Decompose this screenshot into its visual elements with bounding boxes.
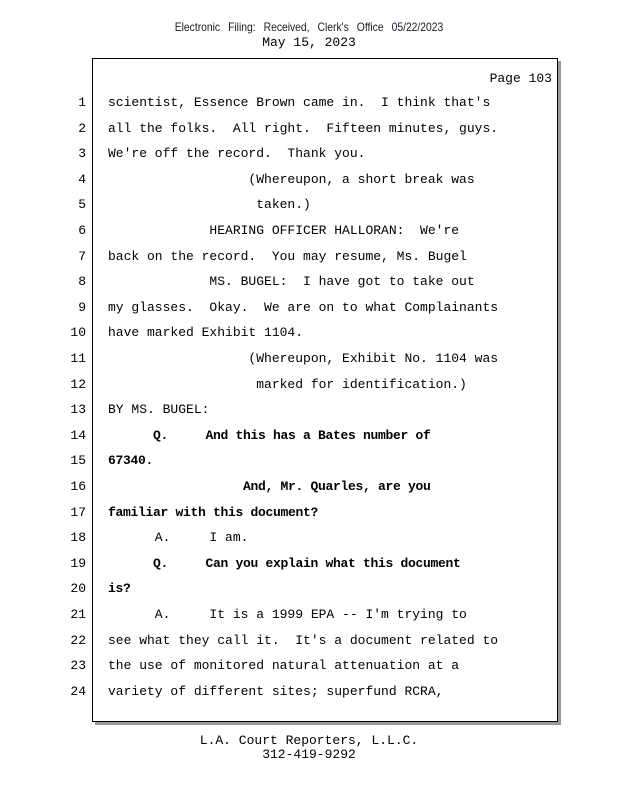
transcript-line: 21 A. It is a 1999 EPA -- I'm trying to xyxy=(0,605,618,625)
line-number: 11 xyxy=(70,351,86,366)
line-text: BY MS. BUGEL: xyxy=(108,402,210,418)
line-text: taken.) xyxy=(108,197,311,213)
transcript-line: 6 HEARING OFFICER HALLORAN: We're xyxy=(0,221,618,241)
line-number: 6 xyxy=(78,223,86,238)
transcript-line: 15 67340. xyxy=(0,451,618,471)
footer-company: L.A. Court Reporters, L.L.C. xyxy=(199,733,419,748)
line-number: 1 xyxy=(78,95,86,110)
footer-phone: 312-419-9292 xyxy=(262,747,356,762)
transcript-line: 18 A. I am. xyxy=(0,528,618,548)
line-text: marked for identification.) xyxy=(108,376,467,392)
page-number: Page 103 xyxy=(489,71,552,86)
line-number: 13 xyxy=(70,402,86,418)
transcript-line: 12 marked for identification.) xyxy=(0,375,618,395)
transcript-line: 1 scientist, Essence Brown came in. I thi… xyxy=(0,93,618,113)
line-number: 12 xyxy=(70,376,86,392)
line-text: Q. Can you explain what this document xyxy=(108,555,461,571)
line-text: scientist, Essence Brown came in. I thin… xyxy=(108,95,491,110)
line-text: HEARING OFFICER HALLORAN: We're xyxy=(108,223,460,238)
transcript-line: 8 MS. BUGEL: I have got to take out xyxy=(0,272,618,292)
line-text: Q. And this has a Bates number of xyxy=(108,427,431,443)
line-number: 15 xyxy=(70,453,86,469)
transcript-line: 2 all the folks. All right. Fifteen minut… xyxy=(0,119,618,139)
transcript-line: 17 familiar with this document? xyxy=(0,503,618,523)
line-number: 14 xyxy=(70,427,86,443)
transcript-line: 10 have marked Exhibit 1104. xyxy=(0,323,618,343)
transcript-line: 23 the use of monitored natural attenuati… xyxy=(0,656,618,676)
line-number: 24 xyxy=(70,683,86,699)
line-number: 8 xyxy=(78,274,86,290)
line-number: 16 xyxy=(70,479,86,494)
line-text: 67340. xyxy=(108,453,154,469)
line-number: 9 xyxy=(78,299,86,315)
line-text: And, Mr. Quarles, are you xyxy=(108,479,431,494)
line-text: see what they call it. It's a document r… xyxy=(108,632,499,648)
transcript-line: 13 BY MS. BUGEL: xyxy=(0,400,618,420)
line-text: familiar with this document? xyxy=(108,504,319,520)
transcript-line: 20 is? xyxy=(0,579,618,599)
line-number: 20 xyxy=(70,581,86,597)
transcript-line: 16 And, Mr. Quarles, are you xyxy=(0,477,618,497)
transcript-line: 19 Q. Can you explain what this document xyxy=(0,554,618,574)
line-number: 22 xyxy=(70,632,86,648)
line-text: (Whereupon, a short break was xyxy=(108,171,475,187)
line-text: my glasses. Okay. We are on to what Comp… xyxy=(108,299,499,315)
filing-stamp: Electronic Filing: Received, Clerk's Off… xyxy=(174,20,444,34)
transcript-date: May 15, 2023 xyxy=(262,35,356,50)
line-number: 3 xyxy=(78,146,86,162)
line-text: back on the record. You may resume, Ms. … xyxy=(108,248,467,264)
transcript-line: 14 Q. And this has a Bates number of xyxy=(0,426,618,446)
line-text: A. It is a 1999 EPA -- I'm trying to xyxy=(108,607,467,622)
line-text: have marked Exhibit 1104. xyxy=(108,325,304,341)
transcript-line: 4 (Whereupon, a short break was xyxy=(0,170,618,190)
line-text: A. I am. xyxy=(108,530,249,546)
line-number: 4 xyxy=(78,171,86,187)
line-text: variety of different sites; superfund RC… xyxy=(108,683,444,699)
transcript-line: 7 back on the record. You may resume, Ms.… xyxy=(0,247,618,267)
transcript-line: 11 (Whereupon, Exhibit No. 1104 was xyxy=(0,349,618,369)
transcript-line: 22 see what they call it. It's a document… xyxy=(0,631,618,651)
line-text: the use of monitored natural attenuation… xyxy=(108,658,460,674)
line-text: all the folks. All right. Fifteen minute… xyxy=(108,120,499,136)
line-number: 23 xyxy=(70,658,86,674)
transcript-frame xyxy=(92,58,558,722)
transcript-line: 5 taken.) xyxy=(0,195,618,215)
line-number: 7 xyxy=(78,248,86,264)
line-number: 17 xyxy=(70,504,86,520)
transcript-line: 24 variety of different sites; superfund … xyxy=(0,682,618,702)
transcript-line: 3 We're off the record. Thank you. xyxy=(0,144,618,164)
line-text: We're off the record. Thank you. xyxy=(108,146,366,162)
line-number: 19 xyxy=(70,555,86,571)
line-number: 2 xyxy=(78,120,86,136)
line-text: is? xyxy=(108,581,131,597)
transcript-line: 9 my glasses. Okay. We are on to what Com… xyxy=(0,298,618,318)
line-text: MS. BUGEL: I have got to take out xyxy=(108,274,475,290)
line-number: 5 xyxy=(78,197,86,213)
line-number: 10 xyxy=(70,325,86,341)
line-number: 21 xyxy=(70,607,86,622)
line-number: 18 xyxy=(70,530,86,546)
line-text: (Whereupon, Exhibit No. 1104 was xyxy=(108,351,499,366)
